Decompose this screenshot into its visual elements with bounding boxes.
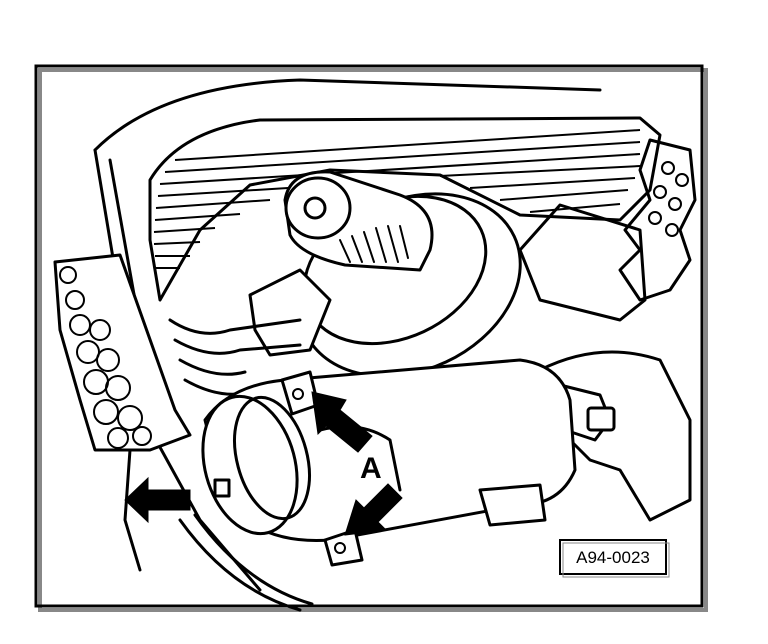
figure-reference-box: A94-0023 [559, 539, 670, 578]
figure-frame [34, 64, 708, 612]
steering-shaft [248, 170, 522, 378]
arrow-left [124, 476, 191, 524]
arrow-upper [311, 391, 373, 453]
figure-ref-text: A94-0023 [576, 548, 650, 567]
arrow-lower [344, 483, 403, 536]
lower-trim [178, 513, 314, 612]
shroud-hatching [153, 129, 641, 269]
left-multipin-connector [53, 253, 192, 572]
ignition-lock-housing [201, 358, 577, 567]
part-label-a: A [360, 452, 382, 485]
